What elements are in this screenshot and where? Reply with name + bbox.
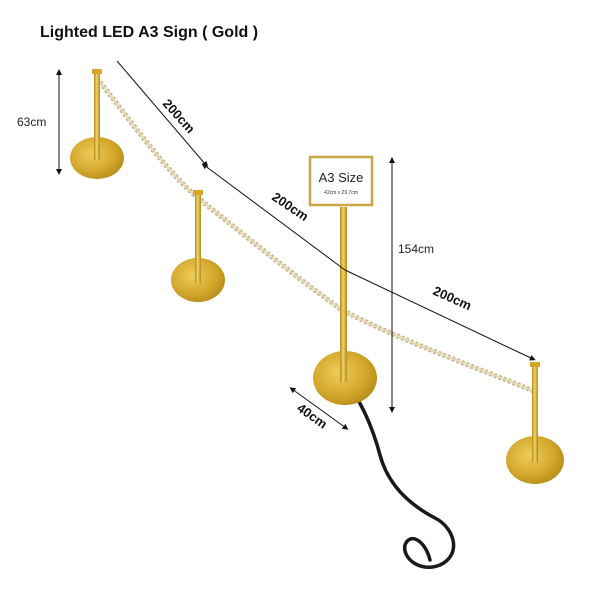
diagram-title: Lighted LED A3 Sign ( Gold )	[40, 24, 259, 41]
post-4	[506, 362, 564, 484]
dim-span-1: 200cm	[116, 60, 208, 168]
power-cable	[346, 383, 456, 569]
dim-sign-height: 154cm	[389, 157, 434, 413]
dim-base-diameter-label: 40cm	[294, 400, 330, 431]
dim-post-height: 63cm	[17, 69, 62, 175]
sign-post	[313, 207, 377, 405]
dim-span-1-label: 200cm	[160, 96, 198, 136]
dim-sign-height-label: 154cm	[398, 242, 434, 256]
post-1	[70, 69, 124, 179]
sign-label: A3 Size	[319, 170, 364, 185]
a3-sign: A3 Size 42cm x 29.7cm	[308, 155, 374, 207]
post-2	[171, 190, 225, 302]
dim-post-height-label: 63cm	[17, 115, 46, 129]
rope-highlight	[99, 81, 537, 393]
dim-span-3-label: 200cm	[431, 283, 474, 313]
sign-size-text: 42cm x 29.7cm	[324, 190, 358, 196]
dim-span-3: 200cm	[344, 269, 536, 361]
rope	[98, 80, 537, 395]
